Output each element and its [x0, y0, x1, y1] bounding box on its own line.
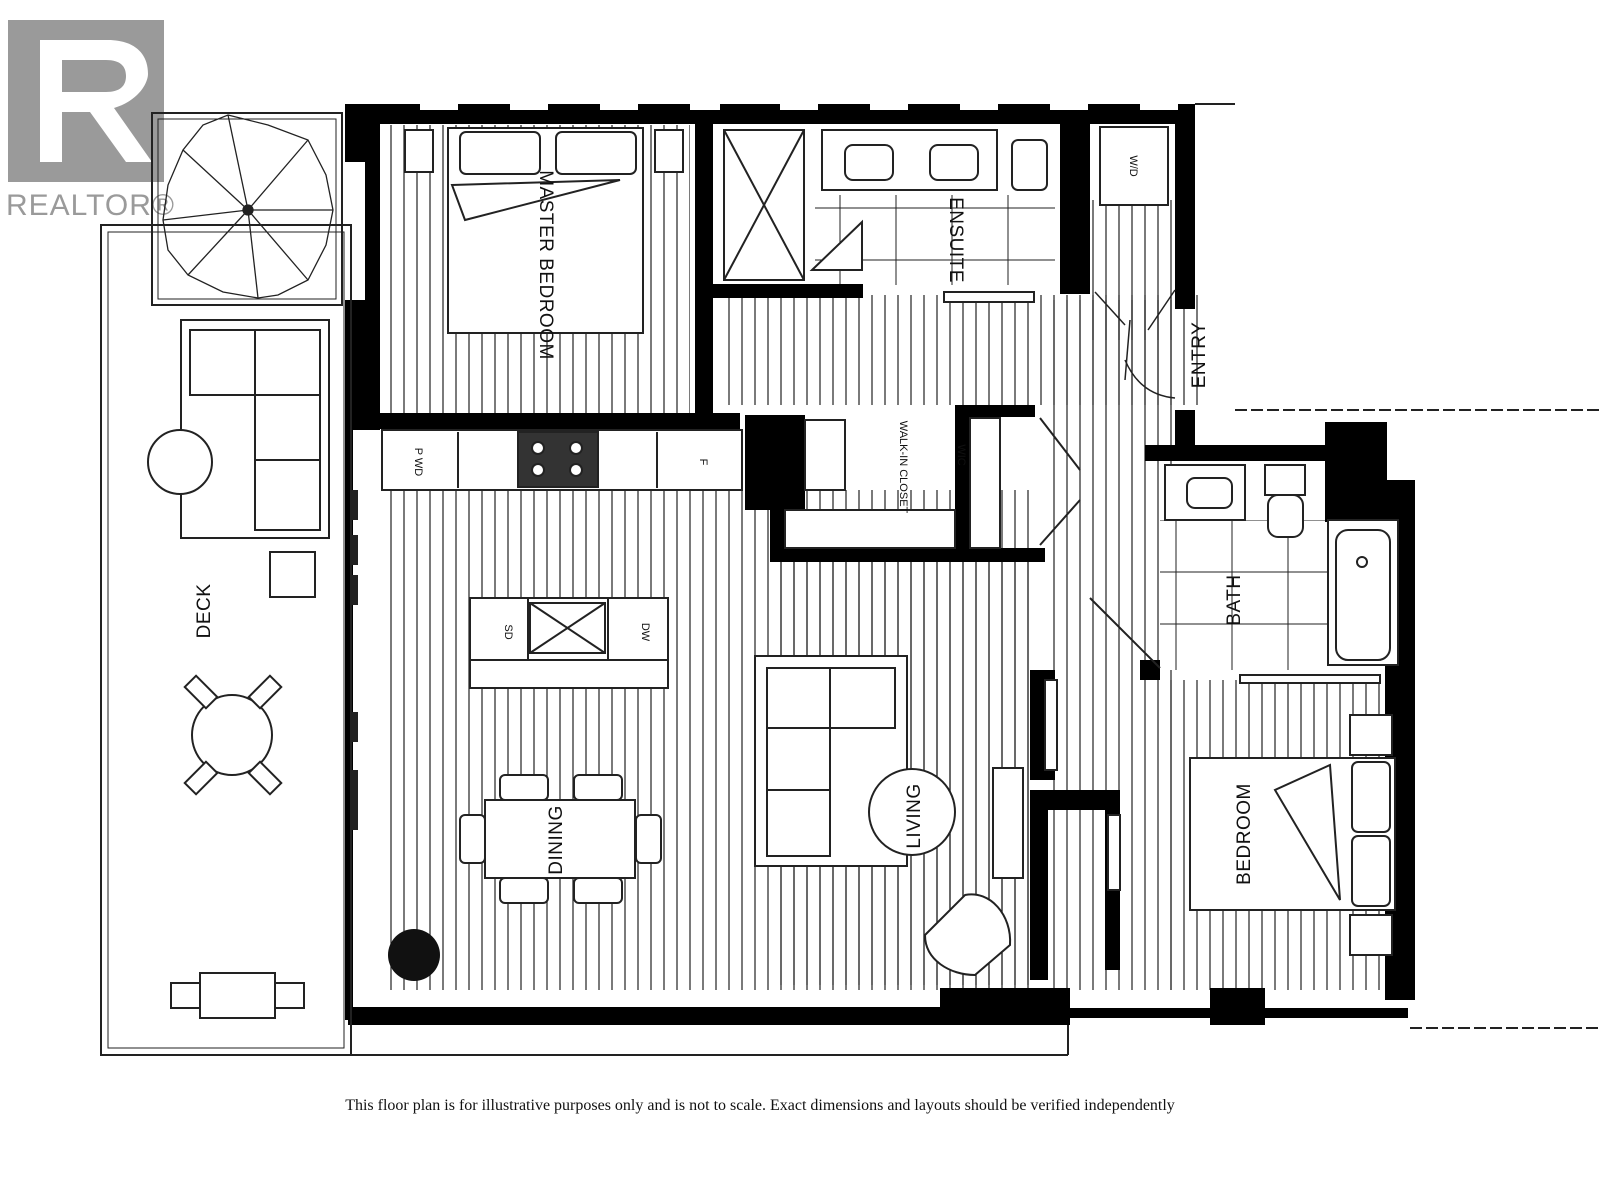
bath-fixtures [1089, 464, 1399, 684]
realtor-wordmark: REALTOR® [6, 189, 175, 222]
kitchen-island [469, 597, 669, 689]
deck [100, 103, 1600, 1056]
realtor-logo: REALTOR® [6, 20, 175, 222]
label-walk-in-closet: WALK-IN CLOSET [897, 421, 909, 514]
label-bath: BATH [1224, 574, 1245, 625]
label-entry: ENTRY [1189, 322, 1210, 389]
dining-table [459, 774, 662, 904]
label-fridge: F [697, 459, 709, 466]
master-bed [404, 127, 684, 334]
label-pantry-wd: P WD [412, 448, 424, 477]
kitchen-counter [381, 429, 743, 491]
window-mullions [420, 104, 1178, 110]
label-ensuite: ENSUITE [945, 197, 966, 283]
label-washer-dryer: W/D [1127, 155, 1139, 176]
closet-shelving [784, 417, 1081, 549]
entry-door [1094, 289, 1176, 399]
label-dining: DINING [546, 805, 567, 875]
left-window-ticks [352, 490, 358, 830]
deck-furniture [147, 319, 330, 1019]
bath-tile-floor [1160, 520, 1330, 670]
ensuite-fixtures [723, 126, 1169, 303]
disclaimer-text: This floor plan is for illustrative purp… [345, 1097, 1175, 1114]
label-wic: WIC [955, 444, 967, 465]
living-sofa [754, 655, 1121, 977]
column [388, 929, 440, 981]
label-dishwasher: DW [639, 623, 651, 642]
label-storage: SD [502, 624, 514, 639]
planter-tree [151, 112, 343, 306]
label-master-bedroom: MASTER BEDROOM [535, 170, 556, 360]
label-bedroom: BEDROOM [1234, 783, 1255, 885]
label-living: LIVING [904, 783, 925, 848]
label-deck: DECK [194, 584, 215, 639]
bedroom-bed [1189, 714, 1396, 956]
